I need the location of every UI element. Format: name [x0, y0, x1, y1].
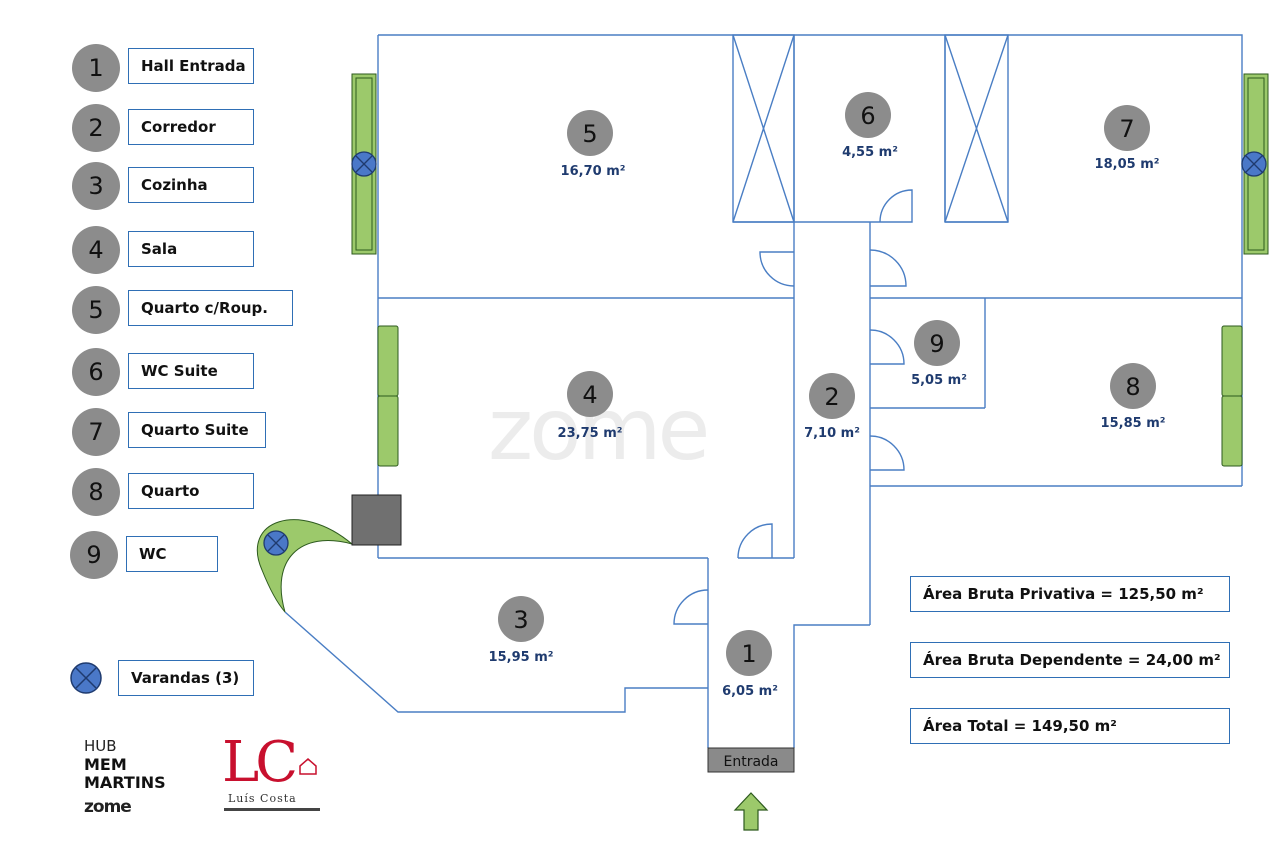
- room-area: 6,05 m²: [722, 684, 778, 699]
- room-area: 5,05 m²: [911, 373, 967, 388]
- legend-number-badge: 7: [72, 408, 120, 456]
- room-number-badge: [567, 110, 613, 156]
- logo-martins-text: MARTINS: [84, 773, 166, 792]
- legend-label: Cozinha: [128, 167, 254, 203]
- legend-label: Corredor: [128, 109, 254, 145]
- entrance-label: Entrada: [723, 754, 778, 770]
- room-number-badge: [809, 373, 855, 419]
- room-number: 4: [582, 381, 597, 409]
- arrow-up-icon: [733, 792, 769, 831]
- room-area: 16,70 m²: [561, 164, 626, 179]
- room-number-badge: [726, 630, 772, 676]
- legend-number-badge: 3: [72, 162, 120, 210]
- room-number: 8: [1125, 373, 1140, 401]
- balcony-marker-icon: [1241, 151, 1267, 177]
- room-3: 3 15,95 m²: [489, 596, 554, 665]
- legend-number-badge: 6: [72, 348, 120, 396]
- room-8: 8 15,85 m²: [1101, 363, 1166, 431]
- room-4: 4 23,75 m²: [558, 371, 623, 441]
- legend-label: Quarto Suite: [128, 412, 266, 448]
- entrance-door: [707, 747, 795, 773]
- dependent-area-box: Área Bruta Dependente = 24,00 m²: [910, 642, 1230, 678]
- room-area: 15,85 m²: [1101, 416, 1166, 431]
- doors: [673, 189, 913, 625]
- logo-mem-text: MEM: [84, 755, 127, 774]
- balcony-legend-label: Varandas (3): [118, 660, 254, 696]
- room-number: 3: [513, 606, 528, 634]
- room-number-badge: [1110, 363, 1156, 409]
- room-7: 7 18,05 m²: [1095, 105, 1160, 172]
- room-number-badge: [567, 371, 613, 417]
- room-number-badge: [498, 596, 544, 642]
- room-2: 2 7,10 m²: [804, 373, 860, 441]
- legend-label: WC: [126, 536, 218, 572]
- column: [351, 494, 402, 546]
- entrance: Entrada: [707, 747, 795, 831]
- lc-logo: LC Luís Costa: [222, 730, 322, 814]
- balcony-marker-icon: [70, 662, 102, 694]
- room-number: 2: [824, 383, 839, 411]
- wardrobes: [732, 34, 1009, 223]
- room-area: 18,05 m²: [1095, 157, 1160, 172]
- total-area-box: Área Total = 149,50 m²: [910, 708, 1230, 744]
- legend-label: Quarto c/Roup.: [128, 290, 293, 326]
- lc-logo-name: Luís Costa: [228, 792, 297, 805]
- room-area: 7,10 m²: [804, 426, 860, 441]
- balconies: [256, 73, 1269, 613]
- room-number-badge: [1104, 105, 1150, 151]
- logo-hub-text: HUB: [84, 737, 117, 755]
- room-5: 5 16,70 m²: [561, 110, 626, 179]
- room-number: 5: [582, 120, 597, 148]
- room-number: 6: [860, 102, 875, 130]
- legend-number-badge: 2: [72, 104, 120, 152]
- lc-logo-bar: [224, 808, 320, 811]
- balcony-markers: [263, 151, 1267, 556]
- room-number-badge: [914, 320, 960, 366]
- lc-logo-letters: LC: [222, 730, 298, 795]
- legend-label: Hall Entrada: [128, 48, 254, 84]
- room-area: 4,55 m²: [842, 145, 898, 160]
- balcony-marker-icon: [351, 151, 377, 177]
- private-area-box: Área Bruta Privativa = 125,50 m²: [910, 576, 1230, 612]
- room-number: 9: [929, 330, 944, 358]
- legend-label: Sala: [128, 231, 254, 267]
- room-1: 1 6,05 m²: [722, 630, 778, 699]
- legend-label: WC Suite: [128, 353, 254, 389]
- house-icon: [299, 758, 317, 775]
- legend-label: Quarto: [128, 473, 254, 509]
- logo-zome-text: zome: [84, 797, 132, 817]
- legend-number-badge: 9: [70, 531, 118, 579]
- balcony-marker-icon: [263, 530, 289, 556]
- room-number: 7: [1119, 115, 1134, 143]
- legend-number-badge: 4: [72, 226, 120, 274]
- room-area: 15,95 m²: [489, 650, 554, 665]
- room-number-badge: [845, 92, 891, 138]
- room-area: 23,75 m²: [558, 426, 623, 441]
- room-6: 6 4,55 m²: [842, 92, 898, 160]
- legend-number-badge: 8: [72, 468, 120, 516]
- legend-number-badge: 1: [72, 44, 120, 92]
- room-number: 1: [741, 640, 756, 668]
- legend-number-badge: 5: [72, 286, 120, 334]
- room-9: 9 5,05 m²: [911, 320, 967, 388]
